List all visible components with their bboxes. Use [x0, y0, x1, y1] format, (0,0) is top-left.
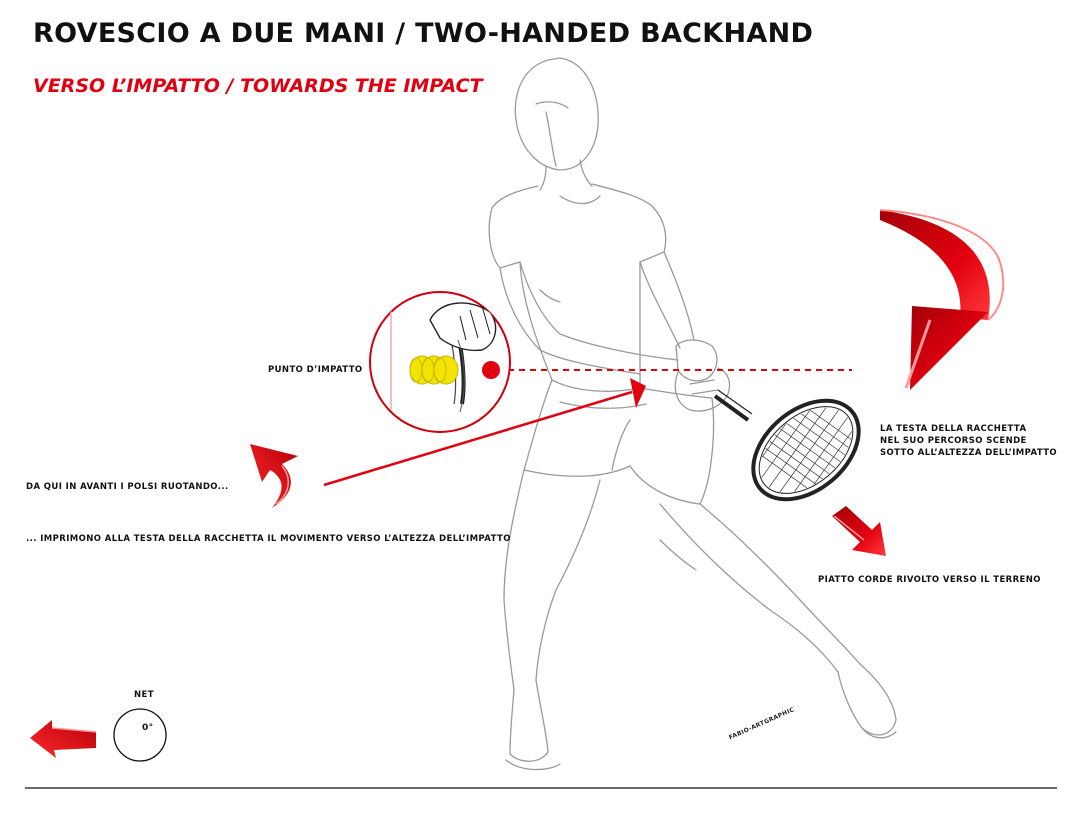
angle-label: 0° [142, 723, 154, 733]
player-sketch [488, 57, 897, 771]
curved-arrow-up-icon [250, 444, 298, 508]
strings-face-note: PIATTO CORDE RIVOLTO VERSO IL TERRENO [818, 575, 1041, 585]
diagonal-arrow-icon [323, 378, 646, 487]
page-title: ROVESCIO A DUE MANI / TWO-HANDED BACKHAN… [33, 18, 814, 49]
impact-zoom-circle [369, 291, 511, 433]
curved-arrow-down-icon [879, 209, 1005, 390]
racket-head-note-line-2: NEL SUO PERCORSO SCENDE [880, 436, 1027, 446]
ball-motion-icon [409, 355, 459, 385]
strings-arrow-icon [832, 506, 886, 556]
net-angle-circle [113, 708, 167, 762]
racket-head-note-line-1: LA TESTA DELLA RACCHETTA [880, 424, 1027, 434]
net-label: NET [134, 690, 154, 700]
racket-head-note-line-3: SOTTO ALL’ALTEZZA DELL’IMPATTO [880, 448, 1058, 458]
imprint-note: ... IMPRIMONO ALLA TESTA DELLA RACCHETTA… [26, 534, 511, 544]
arrow-left-icon [30, 720, 97, 758]
page-subtitle: VERSO L’IMPATTO / TOWARDS THE IMPACT [33, 75, 483, 97]
racket [713, 389, 868, 510]
impact-point-label: PUNTO D’IMPATTO [268, 365, 363, 375]
wrists-note: DA QUI IN AVANTI I POLSI RUOTANDO... [26, 482, 229, 492]
impact-point-dot [482, 361, 500, 379]
